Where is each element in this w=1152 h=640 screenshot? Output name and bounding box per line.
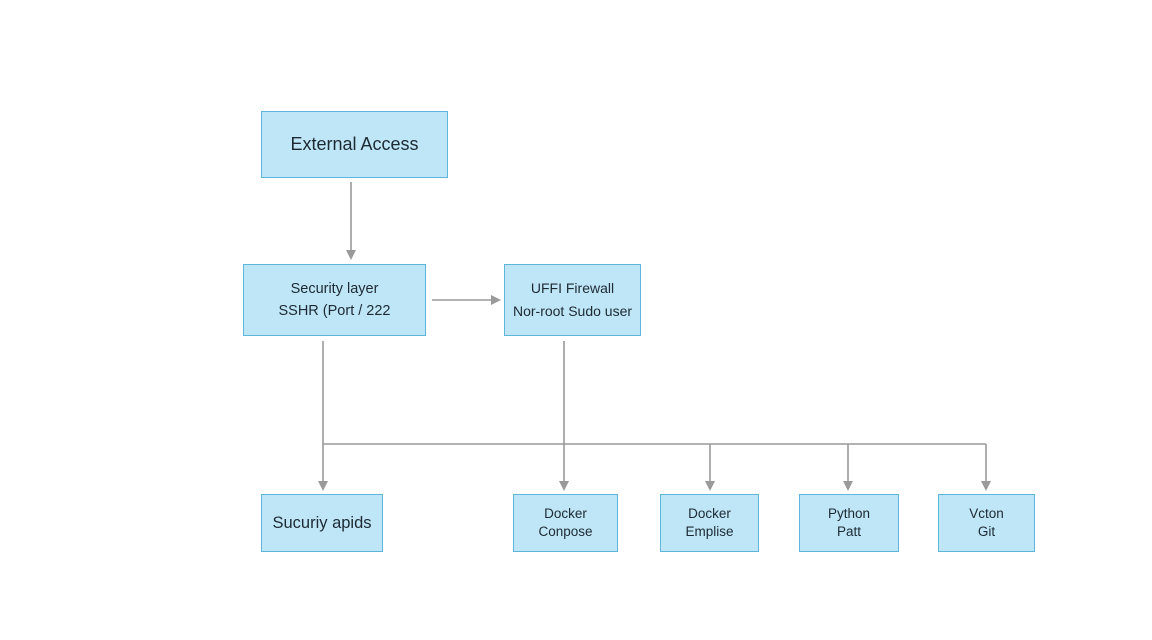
node-sublabel: Patt [836,524,861,539]
node-sublabel: Conpose [538,524,593,539]
node-sublabel: Emplise [685,524,734,539]
node-vcton-git: Vcton Git [938,494,1035,552]
node-label: UFFI Firewall [530,280,615,296]
node-ufw-firewall: UFFI Firewall Nor-root Sudo user [504,264,641,336]
node-docker-emplise: Docker Emplise [660,494,759,552]
node-label: Sucuriy apids [272,513,372,532]
node-label: External Access [290,134,419,154]
node-external-access: External Access [261,111,448,178]
node-label: Docker [544,506,587,521]
node-sucuriy-apids: Sucuriy apids [261,494,383,552]
node-security-layer: Security layer SSHR (Port / 222 [243,264,426,336]
node-sublabel: Git [977,524,996,539]
node-docker-compose: Docker Conpose [513,494,618,552]
node-label: Python [827,506,871,521]
node-label: Docker [688,506,731,521]
node-sublabel: SSHR (Port / 222 [278,303,391,319]
node-sublabel: Nor-root Sudo user [512,303,633,319]
node-label: Security layer [290,281,379,297]
node-python-patt: Python Patt [799,494,899,552]
node-label: Vcton [969,506,1004,521]
